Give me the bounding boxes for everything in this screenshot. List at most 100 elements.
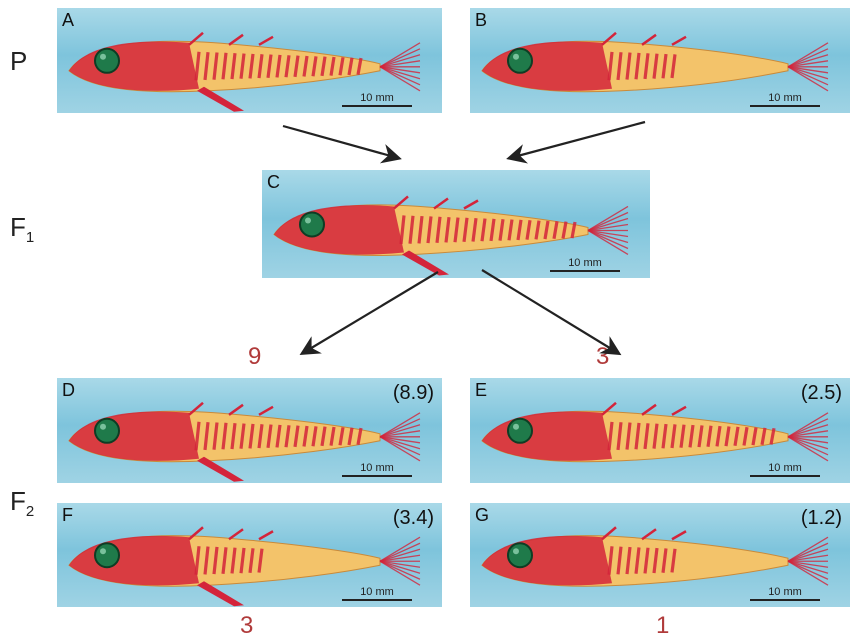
generation-subscript: 1 [26, 229, 34, 246]
scale-bar-line [342, 105, 412, 107]
panel-value: (8.9) [393, 382, 434, 405]
fish-panel-e: E (2.5) 10 mm [470, 378, 850, 483]
fish-eye [300, 212, 324, 236]
fish-panel-b: B 10 mm [470, 8, 850, 113]
scale-bar: 10 mm [342, 92, 412, 107]
caudal-fin-ray [380, 437, 420, 449]
head-bone-stain [482, 536, 612, 585]
scale-bar: 10 mm [342, 586, 412, 601]
fish-eye [95, 543, 119, 567]
scale-bar-line [342, 599, 412, 601]
scale-bar-line [750, 105, 820, 107]
generation-label-f1: F1 [10, 212, 34, 246]
arrow-c-to-right [482, 270, 618, 353]
scale-bar-label: 10 mm [750, 92, 820, 104]
ratio-label-d: 9 [248, 343, 261, 371]
head-bone-stain [274, 205, 404, 254]
caudal-fin-ray [788, 67, 828, 79]
dorsal-spine [229, 529, 243, 539]
fish-panel-c: C 10 mm [262, 170, 650, 278]
scale-bar: 10 mm [342, 462, 412, 477]
panel-letter: G [475, 505, 489, 526]
dorsal-spine [259, 407, 273, 415]
dorsal-spine [464, 200, 478, 208]
scale-bar-label: 10 mm [550, 257, 620, 269]
head-bone-stain [69, 41, 199, 90]
caudal-fin-ray [788, 55, 828, 67]
caudal-fin-ray [788, 561, 828, 573]
caudal-fin-ray [380, 549, 420, 561]
scale-bar-label: 10 mm [342, 462, 412, 474]
eye-highlight [513, 54, 519, 60]
scale-bar-line [550, 270, 620, 272]
panel-letter: D [62, 380, 75, 401]
scale-bar-label: 10 mm [342, 92, 412, 104]
ratio-label-g: 1 [656, 612, 669, 640]
scale-bar: 10 mm [750, 586, 820, 601]
panel-letter: B [475, 10, 487, 31]
scale-bar-line [750, 475, 820, 477]
fish-panel-d: D (8.9) 10 mm [57, 378, 442, 483]
generation-letter: F [10, 486, 26, 516]
panel-letter: F [62, 505, 73, 526]
scale-bar: 10 mm [550, 257, 620, 272]
eye-highlight [305, 217, 311, 223]
caudal-fin-ray [588, 218, 628, 230]
scale-bar-label: 10 mm [342, 586, 412, 598]
caudal-fin-ray [788, 549, 828, 561]
eye-highlight [513, 424, 519, 430]
generation-subscript: 2 [26, 503, 34, 520]
scale-bar-label: 10 mm [750, 586, 820, 598]
caudal-fin-ray [380, 561, 420, 573]
head-bone-stain [69, 536, 199, 585]
dorsal-spine [672, 37, 686, 45]
eye-highlight [100, 424, 106, 430]
caudal-fin-ray [380, 67, 420, 79]
scale-bar-line [750, 599, 820, 601]
dorsal-spine [672, 531, 686, 539]
dorsal-spine [642, 35, 656, 45]
scale-bar: 10 mm [750, 462, 820, 477]
fish-panel-a: A 10 mm [57, 8, 442, 113]
generation-label-f2: F2 [10, 486, 34, 520]
scale-bar-label: 10 mm [750, 462, 820, 474]
generation-label-p: P [10, 46, 27, 80]
fish-panel-g: G (1.2) 10 mm [470, 503, 850, 607]
eye-highlight [100, 548, 106, 554]
scale-bar: 10 mm [750, 92, 820, 107]
fish-eye [95, 49, 119, 73]
fish-panel-f: F (3.4) 10 mm [57, 503, 442, 607]
caudal-fin-ray [588, 230, 628, 242]
dorsal-spine [642, 405, 656, 415]
dorsal-spine [259, 531, 273, 539]
fish-eye [508, 543, 532, 567]
fish-eye [508, 49, 532, 73]
panel-letter: E [475, 380, 487, 401]
head-bone-stain [482, 41, 612, 90]
generation-letter: P [10, 46, 27, 76]
ratio-label-e: 3 [596, 343, 609, 371]
caudal-fin-ray [380, 55, 420, 67]
dorsal-spine [229, 405, 243, 415]
eye-highlight [100, 54, 106, 60]
fish-eye [508, 419, 532, 443]
panel-letter: A [62, 10, 74, 31]
caudal-fin-ray [788, 437, 828, 449]
ratio-label-f: 3 [240, 612, 253, 640]
arrow-b-to-c [510, 122, 645, 158]
caudal-fin-ray [788, 425, 828, 437]
caudal-fin-ray [380, 425, 420, 437]
arrow-c-to-left [303, 272, 438, 353]
dorsal-spine [434, 198, 448, 208]
panel-value: (2.5) [801, 382, 842, 405]
panel-value: (3.4) [393, 507, 434, 530]
dorsal-spine [259, 37, 273, 45]
generation-letter: F [10, 212, 26, 242]
fish-eye [95, 419, 119, 443]
dorsal-spine [672, 407, 686, 415]
head-bone-stain [482, 411, 612, 460]
dorsal-spine [229, 35, 243, 45]
eye-highlight [513, 548, 519, 554]
panel-value: (1.2) [801, 507, 842, 530]
dorsal-spine [642, 529, 656, 539]
